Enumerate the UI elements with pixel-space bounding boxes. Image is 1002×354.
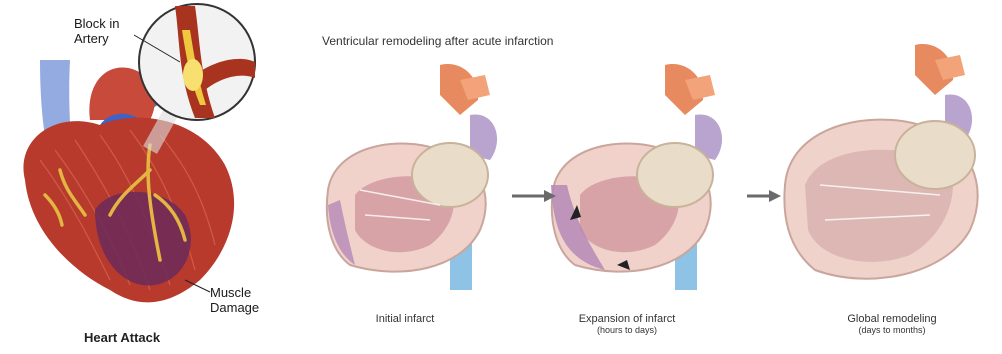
stage2-label: Expansion of infarct [542,313,712,325]
stage3-caption: Global remodeling (days to months) [807,313,977,335]
stage3-label: Global remodeling [807,313,977,325]
remodeling-title: Ventricular remodeling after acute infar… [322,34,553,48]
block-label-line2: Artery [74,31,120,46]
arrow-stage2-to-stage3-icon [745,188,783,204]
stage2-sublabel: (hours to days) [542,325,712,335]
muscle-label-line1: Muscle [210,285,259,300]
stage3-heart [780,35,1000,295]
heart-attack-illustration: Block in Artery Muscle Damage Heart Atta… [0,0,270,354]
stage1-caption: Initial infarct [325,313,485,325]
block-in-artery-label: Block in Artery [74,16,120,46]
stage3-sublabel: (days to months) [807,325,977,335]
stage1-label: Initial infarct [325,313,485,325]
stage1-heart [310,55,520,295]
block-label-line1: Block in [74,16,120,31]
remodeling-panel: Ventricular remodeling after acute infar… [300,0,1002,354]
stage2-heart [535,55,745,295]
arrow-stage1-to-stage2-icon [510,188,558,204]
muscle-label-line2: Damage [210,300,259,315]
heart-attack-caption: Heart Attack [84,330,160,345]
muscle-damage-label: Muscle Damage [210,285,259,315]
stage2-caption: Expansion of infarct (hours to days) [542,313,712,335]
